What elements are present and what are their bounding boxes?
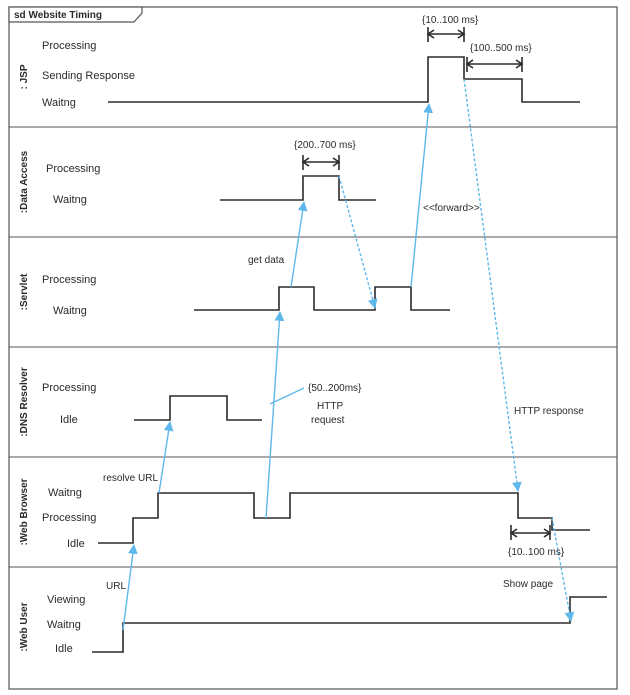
state-label: Waitng (53, 305, 87, 317)
message-get-data (290, 201, 308, 288)
lane-title-web-user: :Web User (19, 602, 30, 651)
jsp-sending-arrowhead (515, 59, 524, 69)
state-label: Waitng (47, 619, 81, 631)
label-url: URL (106, 581, 126, 592)
browser-arrowhead (509, 528, 518, 538)
dns-constraint-pointer (269, 387, 305, 405)
timeline-servlet (194, 286, 450, 311)
label-get-data: get data (248, 255, 285, 266)
state-label: Waitng (48, 487, 82, 499)
lane-title-jsp: : JSP (19, 64, 30, 89)
frame-title: sd Website Timing (14, 10, 102, 21)
timeline-web-browser (98, 492, 590, 544)
constraint-jsp-sending: {100..500 ms} (470, 43, 532, 54)
state-label: Idle (60, 414, 78, 426)
label-http-request: HTTP (317, 401, 343, 412)
label-resolve-url: resolve URL (103, 473, 158, 484)
lane-title-dns-resolver: :DNS Resolver (19, 367, 30, 437)
message-url (122, 544, 138, 631)
state-label: Viewing (47, 594, 85, 606)
state-label: Sending Response (42, 70, 135, 82)
state-label: Processing (42, 274, 96, 286)
data-access-arrowhead (301, 157, 310, 167)
lane-title-servlet: :Servlet (19, 273, 30, 310)
lane-title-data-access: :Data Access (19, 150, 30, 213)
frame-title-tab (8, 6, 143, 23)
message-http-response (463, 78, 522, 492)
constraint-data-access: {200..700 ms} (294, 140, 356, 151)
constraint-jsp-processing: {10..100 ms} (422, 15, 479, 26)
state-label: Processing (42, 40, 96, 52)
state-label: Processing (42, 512, 96, 524)
state-label: Waitng (42, 97, 76, 109)
constraint-dns: {50..200ms} (308, 383, 362, 394)
message-resolve-url (158, 421, 174, 494)
state-label: Idle (67, 538, 85, 550)
state-label: Processing (46, 163, 100, 175)
constraint-browser: {10..100 ms} (508, 547, 565, 558)
timeline-dns-resolver (134, 395, 262, 421)
jsp-processing-arrowhead (426, 29, 435, 39)
jsp-sending-arrowhead (465, 59, 474, 69)
state-label: Waitng (53, 194, 87, 206)
message-forward (410, 103, 434, 288)
message-http-request (265, 311, 285, 519)
label-http-request: request (311, 415, 345, 426)
label-forward: <<forward>> (423, 203, 480, 214)
diagram-frame (8, 6, 618, 690)
state-label: Idle (55, 643, 73, 655)
message-show-page (551, 517, 575, 622)
label-show-page: Show page (503, 579, 553, 590)
return-data (338, 175, 378, 309)
jsp-processing-arrowhead (457, 29, 466, 39)
timeline-web-user (92, 596, 607, 653)
label-http-response: HTTP response (514, 406, 584, 417)
lane-title-web-browser: :Web Browser (19, 478, 30, 545)
state-label: Processing (42, 382, 96, 394)
timeline-jsp (108, 56, 580, 103)
browser-arrowhead (543, 528, 552, 538)
timeline-data-access (220, 175, 376, 201)
data-access-arrowhead (332, 157, 341, 167)
